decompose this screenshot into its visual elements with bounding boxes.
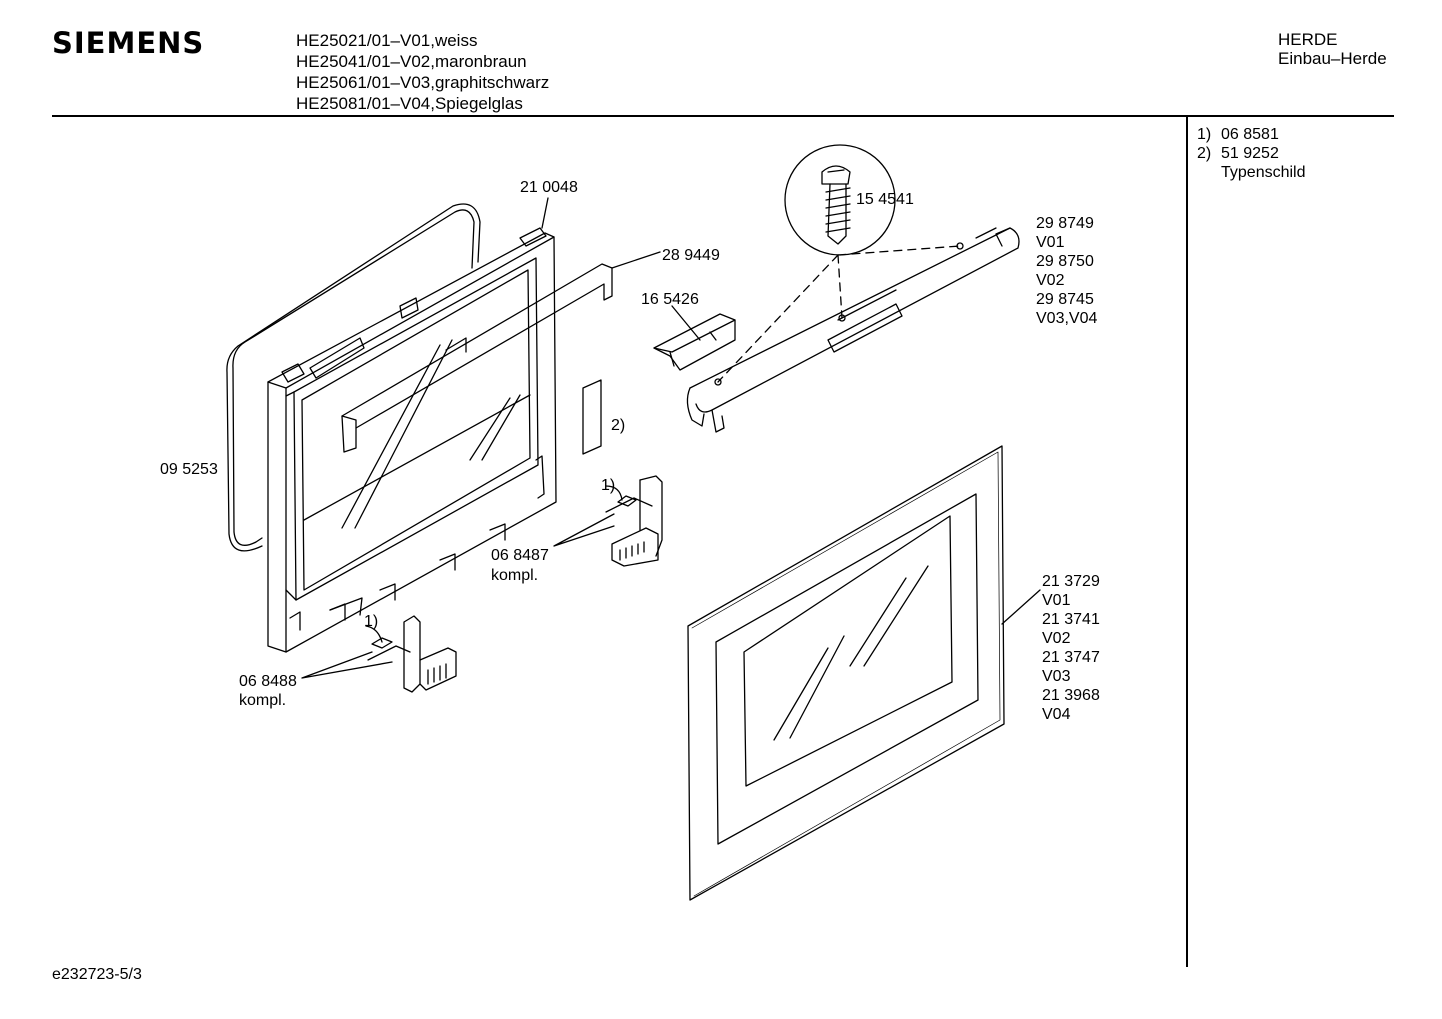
note-number: 2) [1197, 145, 1212, 162]
handle-part-line: V02 [1036, 272, 1065, 289]
model-line: HE25041/01–V02,maronbraun [296, 52, 527, 71]
brand-logo: SIEMENS [52, 26, 205, 60]
glass-part-line: 21 3729 [1042, 573, 1100, 590]
frame-leader [542, 198, 548, 228]
glass-part-line: V01 [1042, 592, 1071, 609]
label-strip: 28 9449 [662, 247, 720, 264]
left-hinge [302, 616, 456, 692]
note-part: 51 9252 [1221, 145, 1279, 162]
header-divider [52, 115, 1394, 117]
note-item: 1) 06 8581 [1197, 125, 1306, 144]
subcategory: Einbau–Herde [1278, 49, 1387, 68]
label-typeplate-marker: 2) [611, 417, 626, 434]
label-glass-parts: 21 3729 V01 21 3741 V02 21 3747 V03 21 3… [1042, 572, 1100, 724]
label-left-hinge-marker: 1) [364, 613, 379, 630]
screw-detail [718, 145, 960, 382]
door-gasket [227, 204, 480, 551]
glass-part-line: 21 3747 [1042, 649, 1100, 666]
top-strip [342, 252, 660, 452]
handle-part-line: 29 8749 [1036, 215, 1094, 232]
label-clip: 16 5426 [641, 291, 699, 308]
model-line: HE25081/01–V04,Spiegelglas [296, 94, 523, 113]
note-number: 1) [1197, 126, 1212, 143]
drawing-id: e232723-5/3 [52, 966, 142, 983]
glass-part-line: 21 3741 [1042, 611, 1100, 628]
hinge-clip [654, 306, 735, 370]
label-frame: 21 0048 [520, 179, 578, 196]
right-hinge [554, 476, 662, 566]
category: HERDE [1278, 30, 1338, 49]
label-handle-parts: 29 8749 V01 29 8750 V02 29 8745 V03,V04 [1036, 214, 1097, 328]
note-part: 06 8581 [1221, 126, 1279, 143]
glass-part-line: V03 [1042, 668, 1071, 685]
type-plate [583, 380, 601, 454]
glass-part-line: 21 3968 [1042, 687, 1100, 704]
category-block: HERDE Einbau–Herde [1278, 30, 1387, 68]
note-description: Typenschild [1221, 164, 1306, 181]
model-line: HE25061/01–V03,graphitschwarz [296, 73, 550, 92]
model-line: HE25021/01–V01,weiss [296, 31, 478, 50]
glass-part-line: V04 [1042, 706, 1071, 723]
outer-glass-panel [688, 446, 1040, 900]
handle-part-line: V01 [1036, 234, 1065, 251]
door-handle [687, 228, 1019, 432]
notes-divider [1186, 117, 1188, 967]
inner-door-frame [268, 228, 556, 652]
label-right-hinge-part: 06 8487 [491, 547, 549, 564]
note-item: Typenschild [1197, 163, 1306, 182]
label-screw: 15 4541 [856, 191, 914, 208]
handle-part-line: 29 8745 [1036, 291, 1094, 308]
label-left-hinge-note: kompl. [239, 692, 287, 709]
handle-part-line: V03,V04 [1036, 310, 1098, 327]
model-list: HE25021/01–V01,weiss HE25041/01–V02,maro… [296, 30, 549, 114]
label-right-hinge-note: kompl. [491, 567, 539, 584]
label-gasket: 09 5253 [160, 461, 218, 478]
label-left-hinge-part: 06 8488 [239, 673, 297, 690]
glass-part-line: V02 [1042, 630, 1071, 647]
note-item: 2) 51 9252 [1197, 144, 1306, 163]
notes-panel: 1) 06 8581 2) 51 9252 Typenschild [1197, 125, 1306, 182]
handle-part-line: 29 8750 [1036, 253, 1094, 270]
label-right-hinge-marker: 1) [601, 477, 616, 494]
